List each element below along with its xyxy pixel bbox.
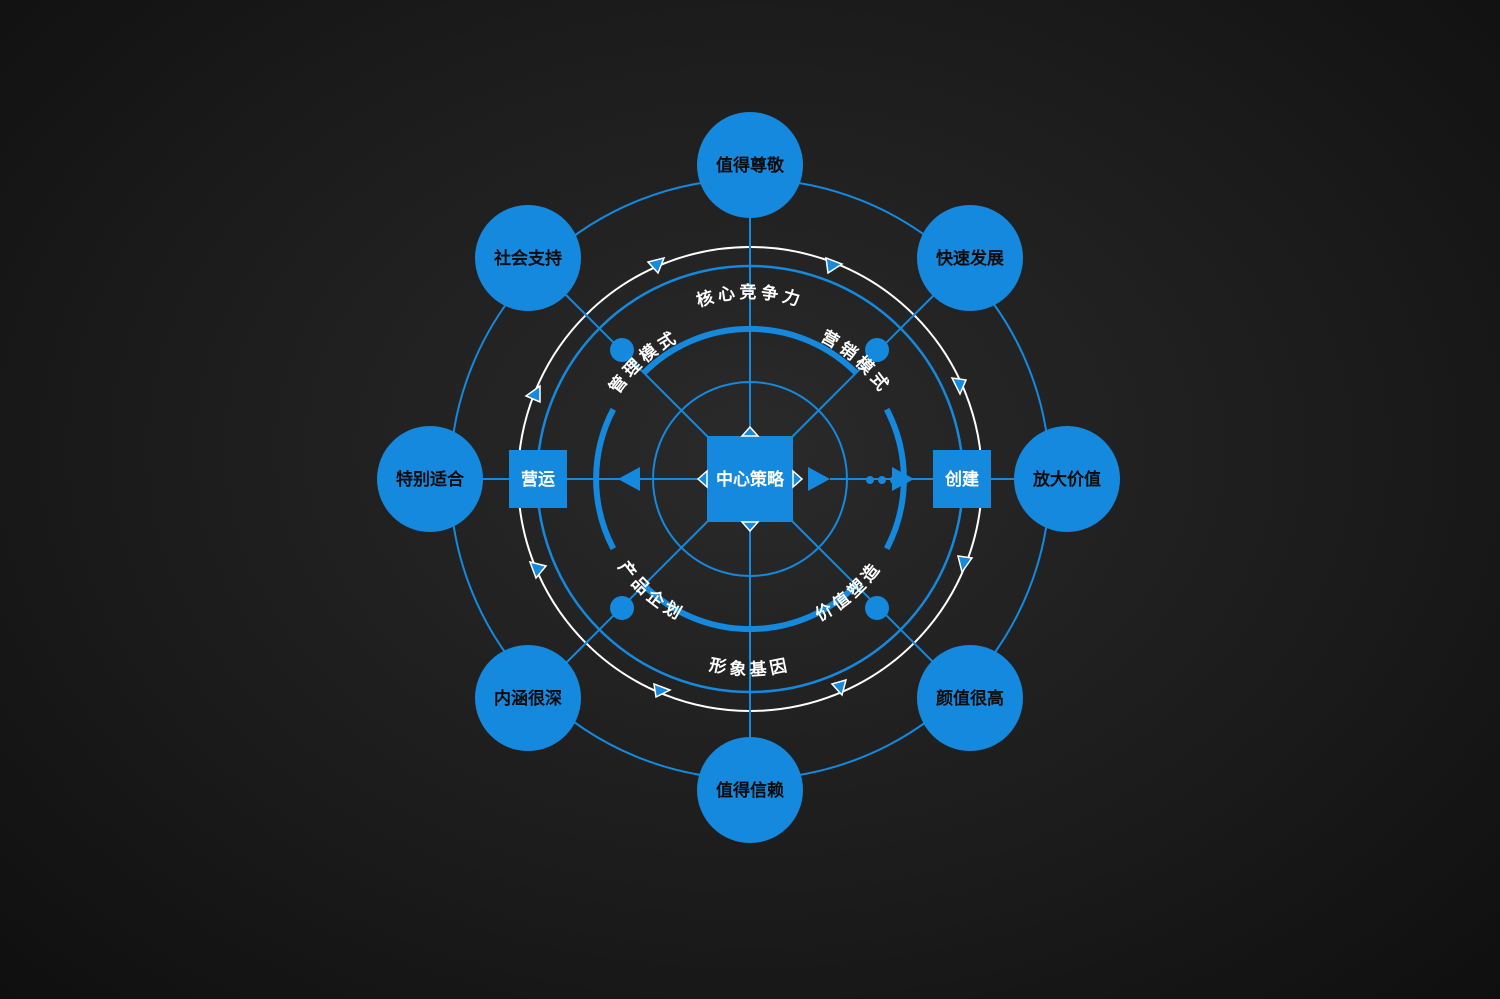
flow-dot-1: [866, 476, 874, 484]
outer-node-label: 特别适合: [396, 469, 465, 490]
ring-arrow-top-left: [646, 256, 666, 275]
ring-arrow-left-lower: [528, 560, 548, 580]
dot-lr: [865, 596, 889, 620]
spoke-diag-ur: [779, 288, 941, 450]
dot-ur: [865, 338, 889, 362]
outer-node-label: 放大价值: [1032, 469, 1101, 490]
dot-ul: [610, 338, 634, 362]
spoke-diag-ul: [559, 288, 721, 450]
spoke-diag-ll: [559, 508, 721, 670]
outer-node-bottom-right[interactable]: 颜值很高: [917, 645, 1023, 751]
outer-node-top[interactable]: 值得尊敬: [697, 112, 803, 218]
ring-label-upper-right: 营销模式: [817, 326, 895, 398]
outer-node-label: 值得尊敬: [716, 155, 785, 176]
outer-node-label: 快速发展: [936, 248, 1004, 269]
ring-arrow-bottom-left: [653, 682, 672, 699]
ring-arrow-right-lower: [957, 555, 974, 574]
outer-node-label: 值得信赖: [716, 780, 784, 801]
arrow-to-create: [892, 467, 914, 491]
create-box-label: 创建: [944, 469, 979, 490]
ring-arrow-top-right: [825, 256, 844, 275]
spoke-diag-lr: [779, 508, 941, 670]
ring-arrow-right-upper: [950, 377, 968, 396]
ring-label-upper-left: 管理模式: [605, 326, 683, 398]
center-strategy-box[interactable]: 中心策略: [696, 425, 804, 533]
outer-node-label: 内涵很深: [494, 688, 562, 709]
operation-box[interactable]: 营运: [509, 450, 567, 508]
outer-node-label: 颜值很高: [936, 688, 1004, 709]
operation-box-label: 营运: [521, 469, 555, 490]
ring-arrow-bottom-right: [830, 678, 848, 697]
outer-node-label: 社会支持: [493, 248, 562, 269]
outer-node-top-left[interactable]: 社会支持: [475, 205, 581, 311]
outer-node-bottom[interactable]: 值得信赖: [697, 737, 803, 843]
outer-node-bottom-left[interactable]: 内涵很深: [475, 645, 581, 751]
outer-node-right[interactable]: 放大价值: [1014, 426, 1120, 532]
outer-nodes: 值得尊敬 快速发展 放大价值 颜值很高 值得信赖 内涵很深 特别适合 社会支持: [377, 112, 1120, 843]
flow-dot-2: [878, 476, 886, 484]
ring-arrow-left-upper: [524, 384, 541, 404]
center-strategy-label: 中心策略: [716, 469, 785, 490]
arrow-center-right: [808, 467, 830, 491]
dot-ll: [610, 596, 634, 620]
junction-dots: [610, 338, 898, 620]
flow-arrows: [524, 256, 974, 699]
outer-node-top-right[interactable]: 快速发展: [917, 205, 1023, 311]
arrow-to-operation: [618, 467, 640, 491]
outer-node-left[interactable]: 特别适合: [377, 426, 483, 532]
create-box[interactable]: 创建: [933, 450, 991, 508]
